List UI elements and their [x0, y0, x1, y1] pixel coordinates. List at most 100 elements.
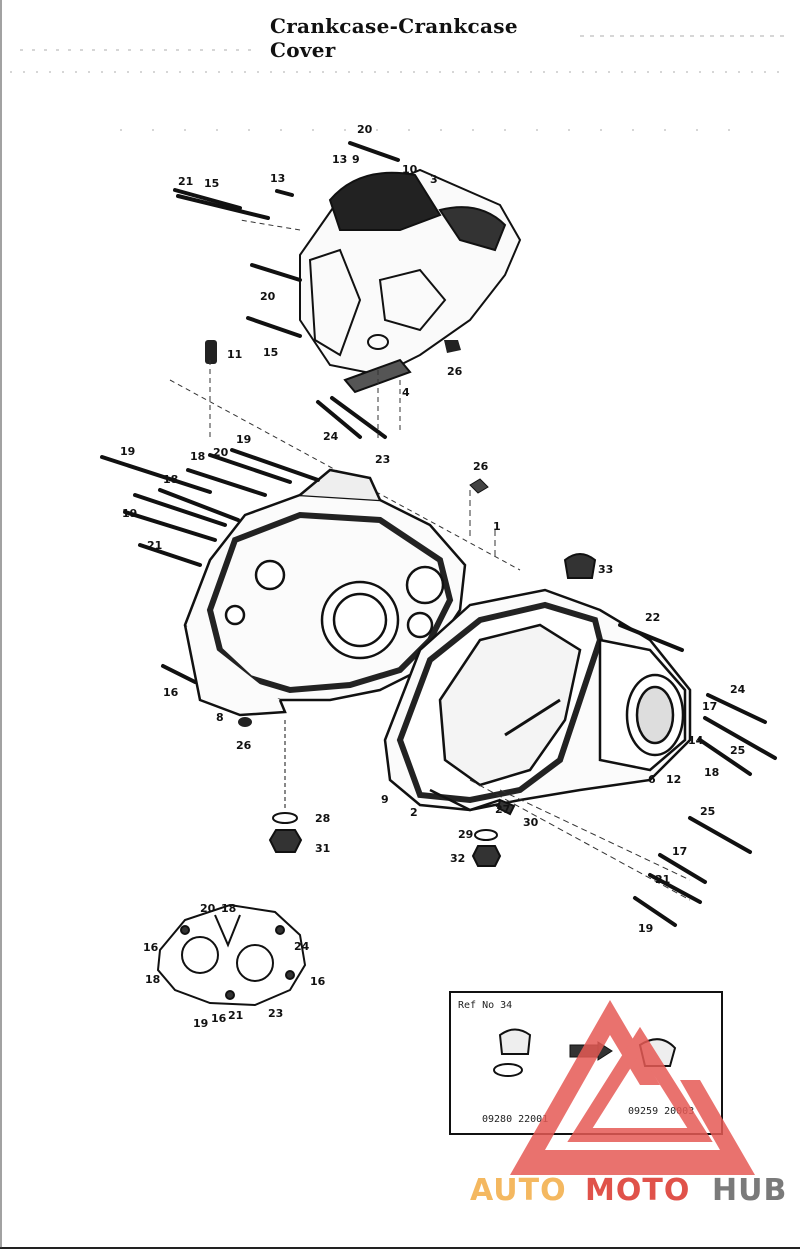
callout-label: 17	[702, 700, 717, 713]
dowel-pin	[205, 340, 217, 364]
callout-label: 16	[143, 941, 159, 954]
diagram-shape	[348, 141, 400, 162]
callout-label: 2	[410, 806, 418, 819]
diagram-shape	[186, 468, 267, 497]
inset-heading: Ref No 34	[458, 1000, 512, 1011]
diagram-shape	[214, 914, 241, 948]
diagram-shape	[328, 171, 442, 231]
callout-label: 26	[473, 460, 489, 473]
diagram-shape	[158, 488, 240, 522]
callout-label: 31	[315, 842, 330, 855]
callout-label: 8	[216, 711, 224, 724]
diagram-shape	[138, 543, 202, 567]
diagram-shape	[254, 559, 286, 591]
diagram-shape	[285, 970, 295, 980]
diagram-shape	[206, 511, 454, 694]
callout-label: 1	[493, 520, 501, 533]
diagram-shape	[330, 396, 387, 439]
nut-26a	[444, 340, 461, 353]
watermark-triangle-icon	[510, 1000, 755, 1175]
diagram-shape	[438, 623, 582, 787]
callout-label: 28	[315, 812, 330, 825]
diagram-shape	[367, 334, 389, 350]
callout-label: 18	[145, 973, 160, 986]
page-title: Crankcase-Crankcase Cover	[270, 14, 518, 62]
diagram-shape	[230, 448, 320, 482]
crankcase-cover	[383, 588, 692, 812]
callout-label: 20	[200, 902, 216, 915]
diagram-shape	[469, 779, 691, 901]
diagram-shape	[474, 829, 498, 841]
right-bolts	[618, 623, 777, 927]
ring-26c	[238, 717, 252, 727]
watermark-word-moto: MOTO	[585, 1173, 690, 1208]
callout-label: 11	[227, 348, 242, 361]
callout-label: 19	[120, 445, 135, 458]
diagram-shape	[496, 798, 516, 816]
diagram-shape	[268, 829, 303, 853]
diagram-shape	[563, 553, 597, 579]
diagram-shape	[133, 493, 227, 527]
callout-label: 15	[204, 177, 219, 190]
diagram-shape	[161, 664, 197, 684]
callout-label: 14	[688, 734, 704, 747]
diagram-shape	[173, 188, 242, 210]
diagram-shape	[272, 812, 298, 824]
assembly-lines-right	[469, 490, 691, 901]
watermark-inner-triangle-icon	[567, 1026, 713, 1142]
diagram-shape	[405, 565, 445, 605]
callout-label: 24	[730, 683, 746, 696]
callout-label: 20	[260, 290, 276, 303]
diagram-shape	[308, 248, 362, 357]
diagram-shape	[438, 206, 507, 252]
diagram-shape	[343, 358, 412, 394]
callout-label: 4	[402, 386, 410, 399]
callout-label: 10	[402, 163, 418, 176]
diagram-shape	[123, 510, 217, 542]
filler-cap-33	[563, 553, 597, 579]
callout-layer: 20 13 9 10 3 21 15 13 20 15 11 26 4 24 2…	[120, 123, 746, 1030]
diagram-shape	[698, 738, 752, 776]
callout-label: 18	[190, 450, 205, 463]
callout-label: 25	[700, 805, 715, 818]
scan-noise	[10, 35, 790, 131]
inset-right-part-number: 09259 20003	[628, 1106, 694, 1117]
diagram-shape	[275, 189, 294, 197]
drain-plug	[268, 720, 303, 853]
callout-label: 24	[323, 430, 339, 443]
callout-label: 27	[495, 803, 510, 816]
callout-label: 33	[598, 563, 613, 576]
callout-label: 9	[352, 153, 360, 166]
callout-label: 16	[211, 1012, 227, 1025]
diagram-shape	[688, 816, 752, 854]
inset-left-part-number: 09280 22001	[482, 1114, 548, 1125]
callout-label: 18	[163, 473, 178, 486]
diagram-shape	[275, 925, 285, 935]
diagram-shape	[498, 1028, 532, 1055]
diagram-shape	[250, 263, 302, 282]
diagram-shape	[181, 936, 219, 974]
diagram-shape	[224, 604, 246, 626]
callout-label: 12	[666, 773, 681, 786]
callout-label: 6	[648, 773, 656, 786]
diagram-shape	[180, 925, 190, 935]
diagram-shape	[658, 853, 707, 884]
callout-label: 24	[294, 940, 310, 953]
callout-label: 16	[163, 686, 179, 699]
callout-label: 29	[458, 828, 473, 841]
diagram-shape	[493, 1063, 523, 1077]
diagram-shape	[706, 693, 767, 724]
diagram-shape	[499, 789, 691, 881]
main-crankcase-half	[183, 468, 467, 717]
diagram-shape	[176, 194, 270, 220]
diagram-shape	[236, 944, 274, 982]
callout-label: 21	[178, 175, 193, 188]
diagram-shape	[225, 990, 235, 1000]
diagram-shape	[208, 453, 292, 484]
diagram-shape	[100, 455, 212, 494]
diagram-shape	[332, 592, 388, 648]
diagram-shape	[183, 624, 287, 717]
callout-label: 23	[375, 453, 390, 466]
diagram-shape	[429, 788, 501, 812]
